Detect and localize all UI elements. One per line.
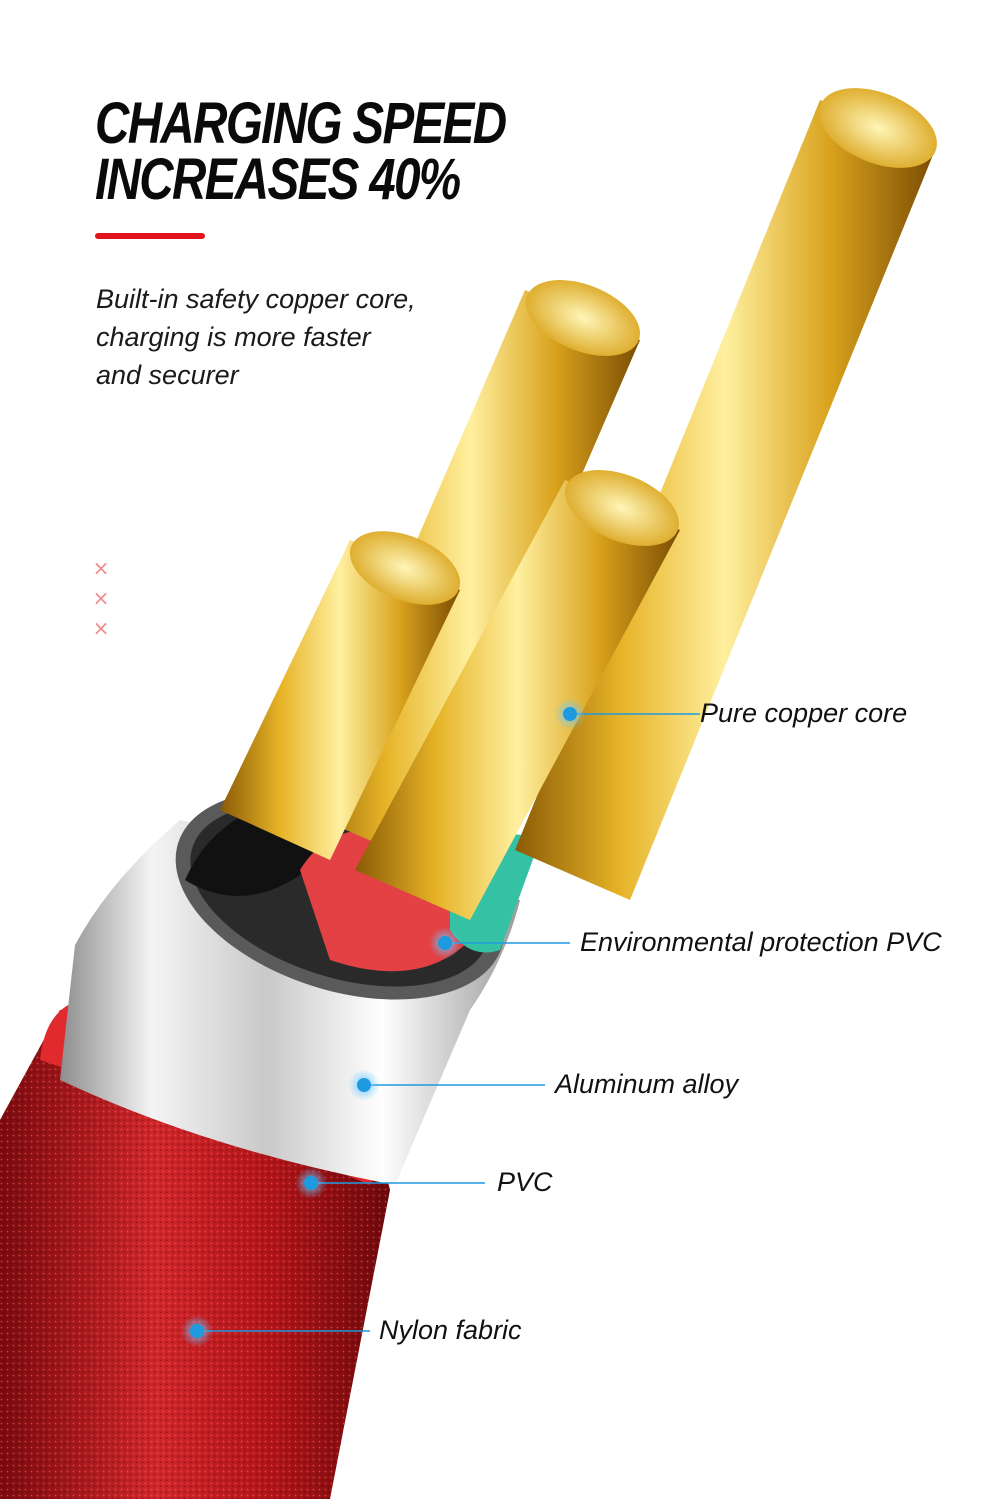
callout-label-aluminum-alloy: Aluminum alloy — [555, 1069, 739, 1099]
description: Built-in safety copper core, charging is… — [96, 280, 416, 394]
headline: CHARGING SPEED INCREASES 40% — [95, 91, 507, 212]
description-line-1: Built-in safety copper core, — [96, 284, 416, 314]
headline-line-2: INCREASES 40% — [95, 147, 461, 212]
callout-dots — [181, 698, 586, 1347]
decorative-marks: × × × — [90, 553, 112, 643]
x-mark-icon: × — [92, 616, 110, 640]
x-mark-icon: × — [92, 556, 110, 580]
dot-copper — [563, 707, 577, 721]
x-mark-icon: × — [92, 586, 110, 610]
callout-label-nylon-fabric: Nylon fabric — [379, 1315, 522, 1345]
callout-label-environmental-pvc: Environmental protection PVC — [580, 927, 942, 957]
dot-aluminum — [357, 1078, 371, 1092]
callout-leaders — [197, 713, 700, 1332]
dot-env-pvc — [438, 936, 452, 950]
headline-line-1: CHARGING SPEED — [95, 91, 507, 156]
copper-strands — [220, 88, 937, 920]
dot-pvc — [304, 1176, 318, 1190]
callout-label-pvc: PVC — [497, 1167, 553, 1197]
description-line-3: and securer — [96, 360, 239, 390]
accent-underline — [95, 233, 205, 239]
dot-nylon — [190, 1324, 204, 1338]
callout-label-pure-copper-core: Pure copper core — [700, 698, 908, 728]
description-line-2: charging is more faster — [96, 322, 371, 352]
